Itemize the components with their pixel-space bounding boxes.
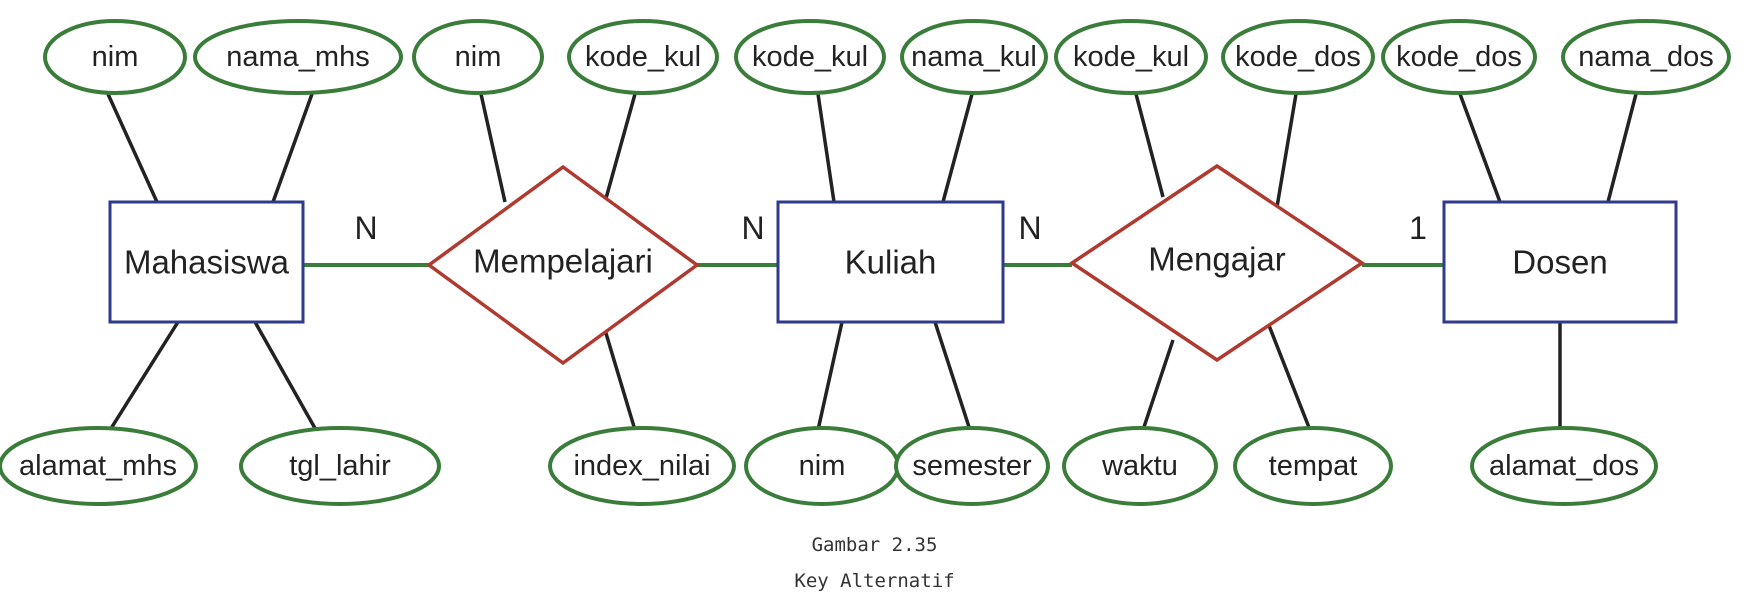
figure-title: Key Alternatif — [794, 570, 955, 592]
entity-mahasiswa: Mahasiswa — [108, 200, 305, 324]
connector-a11 — [933, 321, 972, 431]
relationship-mengajar: Mengajar — [1068, 163, 1366, 363]
attribute-ellipse — [734, 19, 886, 95]
attribute-alamat-dos: alamat_dos — [1470, 426, 1658, 506]
entity-box — [1442, 200, 1678, 324]
connector-a12 — [1134, 93, 1165, 198]
connector-a2 — [271, 93, 314, 203]
attribute-alamat-mhs: alamat_mhs — [0, 426, 198, 506]
connector-a3 — [108, 321, 180, 431]
connector-a9 — [941, 93, 974, 203]
attribute-waktu: waktu — [1062, 426, 1218, 506]
attribute-label: kode_dos — [1396, 41, 1522, 73]
attribute-ellipse — [43, 19, 187, 95]
attribute-label: nama_dos — [1578, 41, 1713, 73]
attribute-semester: semester — [894, 426, 1050, 506]
attribute-label: alamat_dos — [1489, 450, 1639, 482]
er-diagram: nim nama_mhs alamat_mhs tgl_lahir nim kode_ku… — [0, 19, 1731, 506]
entity-label: Dosen — [1512, 244, 1607, 281]
entity-label: Kuliah — [845, 244, 937, 281]
attribute-label: semester — [912, 450, 1032, 482]
connector-a5 — [479, 93, 507, 203]
relationship-mempelajari: Mempelajari — [426, 164, 700, 366]
relationship-label: Mempelajari — [473, 243, 653, 280]
attribute-nim: nim — [43, 19, 187, 95]
attribute-label: nim — [799, 450, 846, 482]
attribute-ellipse — [412, 19, 544, 95]
attribute-kode-kul: kode_kul — [1054, 19, 1208, 95]
attribute-ellipse — [1233, 426, 1393, 506]
cardinality-label: N — [1018, 210, 1041, 246]
connector-a1 — [106, 93, 159, 203]
attribute-kode-kul: kode_kul — [567, 19, 719, 95]
connector-a16 — [1458, 93, 1502, 203]
attribute-label: tempat — [1269, 450, 1358, 482]
cardinality-label: N — [354, 210, 377, 246]
entity-box — [108, 200, 305, 324]
connector-a17 — [1606, 93, 1638, 203]
entity-kuliah: Kuliah — [776, 200, 1005, 324]
figure-number: Gambar 2.35 — [811, 534, 938, 556]
attribute-kode-dos: kode_dos — [1381, 19, 1537, 95]
attribute-index-nilai: index_nilai — [548, 426, 736, 506]
attribute-label: alamat_mhs — [19, 450, 177, 482]
attribute-tempat: tempat — [1233, 426, 1393, 506]
attribute-label: nama_mhs — [226, 41, 369, 73]
attribute-ellipse — [567, 19, 719, 95]
attribute-label: tgl_lahir — [289, 450, 391, 482]
attribute-ellipse — [1381, 19, 1537, 95]
attribute-label: nim — [455, 41, 502, 73]
entity-box — [776, 200, 1005, 324]
connector-a14 — [1141, 339, 1175, 431]
attribute-label: waktu — [1101, 450, 1178, 482]
connector-a4 — [253, 321, 318, 431]
attribute-label: kode_kul — [1073, 41, 1189, 73]
connector-a15 — [1266, 322, 1312, 431]
attribute-ellipse — [1221, 19, 1375, 95]
attribute-ellipse — [900, 19, 1048, 95]
attribute-ellipse — [0, 426, 198, 506]
attribute-ellipse — [239, 426, 441, 506]
attribute-label: kode_kul — [585, 41, 701, 73]
attribute-ellipse — [1062, 426, 1218, 506]
attribute-nama-dos: nama_dos — [1561, 19, 1731, 95]
attribute-kode-dos: kode_dos — [1221, 19, 1375, 95]
attribute-nama-mhs: nama_mhs — [193, 19, 403, 95]
attribute-ellipse — [894, 426, 1050, 506]
entity-label: Mahasiswa — [124, 244, 290, 281]
attribute-ellipse — [1470, 426, 1658, 506]
connector-a6 — [603, 93, 637, 203]
attribute-label: nama_kul — [911, 41, 1037, 73]
attribute-ellipse — [1054, 19, 1208, 95]
attribute-label: index_nilai — [573, 450, 710, 482]
connector-a10 — [816, 321, 844, 431]
attribute-nama-kul: nama_kul — [900, 19, 1048, 95]
cardinality-label: N — [741, 210, 764, 246]
relationship-label: Mengajar — [1148, 241, 1286, 278]
connector-a13 — [1275, 93, 1298, 208]
attribute-label: kode_dos — [1235, 41, 1361, 73]
entity-dosen: Dosen — [1442, 200, 1678, 324]
attribute-nim: nim — [744, 426, 900, 506]
attribute-tgl-lahir: tgl_lahir — [239, 426, 441, 506]
attribute-label: nim — [92, 41, 139, 73]
attribute-label: kode_kul — [752, 41, 868, 73]
attribute-ellipse — [1561, 19, 1731, 95]
connector-lines — [106, 93, 1638, 431]
relationship-diamond — [1068, 163, 1366, 363]
attribute-ellipse — [548, 426, 736, 506]
cardinality-label: 1 — [1409, 210, 1427, 246]
connector-a7 — [603, 329, 637, 431]
connector-a8 — [816, 93, 836, 203]
relationship-diamond — [426, 164, 700, 366]
attribute-ellipse — [193, 19, 403, 95]
attribute-kode-kul: kode_kul — [734, 19, 886, 95]
attribute-nim: nim — [412, 19, 544, 95]
